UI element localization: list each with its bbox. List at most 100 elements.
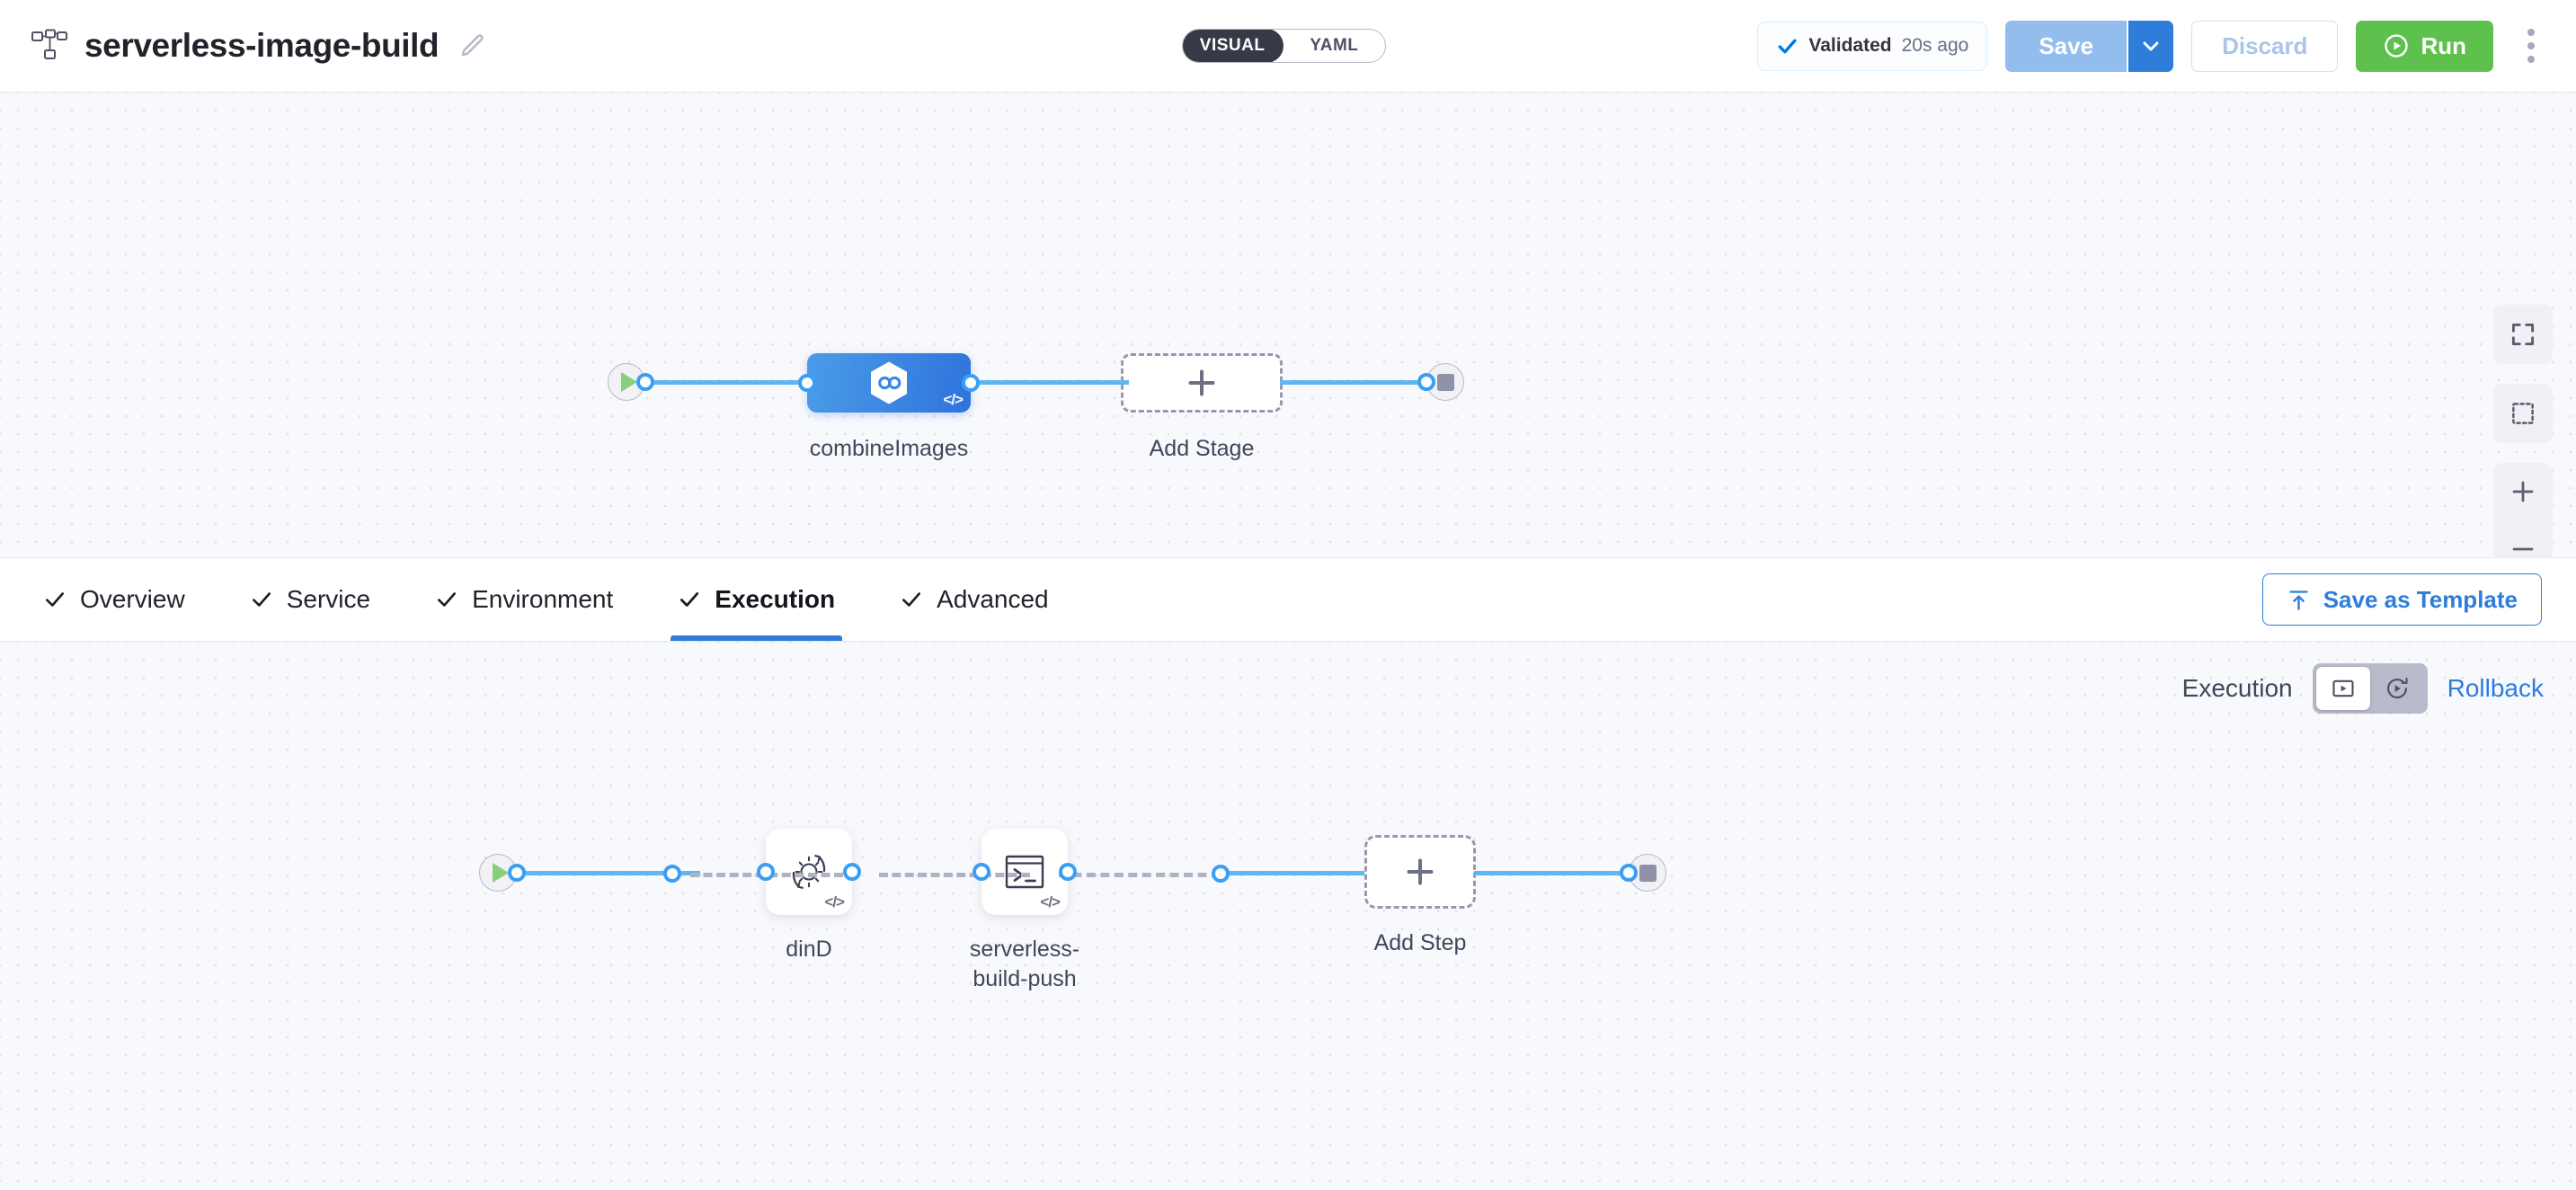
execution-end-port[interactable] [1620,864,1638,882]
header-left: serverless-image-build [31,27,485,65]
play-icon [620,372,637,392]
tab-label: Service [286,585,371,613]
step-node-serverless-build-push[interactable]: </> serverless- build-push [970,829,1079,991]
tab-execution[interactable]: Execution [671,558,842,641]
stop-square-icon [1436,373,1454,391]
zoom-controls [2493,463,2553,557]
stage-label: combineImages [809,436,969,461]
check-icon [43,588,67,611]
mode-yaml-option[interactable]: YAML [1310,36,1359,55]
terminal-icon [1000,848,1049,896]
save-dropdown-button[interactable] [2127,20,2174,72]
buildpush-output-port[interactable] [1059,863,1077,881]
discard-button[interactable]: Discard [2191,20,2339,72]
validation-time-label: 20s ago [1901,35,1969,56]
step-node-dind[interactable]: </> dinD [757,829,861,962]
link-addstep-to-end [1474,871,1636,875]
add-stage-button[interactable]: Add Stage [1121,353,1283,461]
zoom-in-button[interactable] [2493,463,2553,520]
view-mode-toggle: VISUAL YAML [1182,29,1386,63]
tab-list: Overview Service Environment Execution [36,558,1056,641]
tab-label: Overview [80,585,185,613]
validation-status-label: Validated [1808,35,1892,56]
tab-label: Environment [472,585,614,613]
minus-icon [2509,536,2536,557]
plus-icon [2509,478,2536,505]
execution-canvas[interactable]: Execution [0,642,2576,1190]
save-as-template-label: Save as Template [2323,585,2518,613]
fit-to-screen-button[interactable] [2493,305,2553,364]
mode-visual-option[interactable]: VISUAL [1183,30,1284,62]
chevron-down-icon [2140,35,2162,57]
step-group-input-port[interactable] [663,865,681,883]
stage-node-combineimages[interactable]: </> combineImages [798,353,980,461]
execution-icon [2331,676,2356,701]
execution-start[interactable] [479,854,526,892]
link-group-to-addstep [1215,871,1364,875]
upload-template-icon [2287,588,2311,612]
run-button[interactable]: Run [2356,20,2493,72]
tab-environment[interactable]: Environment [428,558,620,641]
start-output-port[interactable] [636,373,654,391]
link-start-to-stage [644,380,811,385]
step-label-line1: serverless- [969,937,1080,962]
marquee-select-button[interactable] [2493,384,2553,443]
rollback-icon [2385,676,2410,701]
save-as-template-button[interactable]: Save as Template [2261,573,2542,626]
pipeline-nodes-icon [31,29,68,63]
end-input-port[interactable] [1417,373,1435,391]
execution-start-port[interactable] [508,864,526,882]
harness-ci-hexagon-icon [868,360,910,405]
plus-icon [1184,365,1220,401]
execution-end[interactable] [1620,854,1666,892]
dind-gear-icon [785,848,833,896]
check-icon [250,588,273,611]
stage-canvas[interactable]: </> combineImages Add Stage [0,93,2576,558]
tab-overview[interactable]: Overview [36,558,192,641]
dind-output-port[interactable] [843,863,861,881]
save-button[interactable]: Save [2005,20,2127,72]
kebab-menu-icon[interactable] [2511,21,2551,71]
pipeline-start[interactable] [608,363,654,401]
link-addstage-to-end [1280,380,1433,385]
step-group-output-port[interactable] [1212,865,1230,883]
stop-square-icon [1639,864,1657,882]
play-circle-icon [2383,32,2410,59]
canvas-controls [2493,305,2553,557]
zoom-out-button[interactable] [2493,520,2553,557]
rollback-label[interactable]: Rollback [2447,674,2544,702]
step-label-line2: build-push [973,966,1077,991]
fit-screen-icon [2509,321,2536,348]
stage-tabbar: Overview Service Environment Execution [0,558,2576,642]
link-dind-to-buildpush [879,873,1030,877]
step-label: dinD [786,937,832,962]
stage-output-port[interactable] [962,374,980,392]
run-button-label: Run [2421,31,2466,59]
pipeline-end[interactable] [1417,363,1464,401]
link-buildpush-to-groupout [1059,873,1221,877]
stage-input-port[interactable] [798,374,816,392]
save-button-group: Save [2005,20,2174,72]
app-header: serverless-image-build VISUAL YAML Va [0,0,2576,93]
dind-input-port[interactable] [757,863,775,881]
tab-advanced[interactable]: Advanced [893,558,1056,641]
buildpush-input-port[interactable] [973,863,990,881]
check-icon [900,588,923,611]
status-badge: Validated 20s ago [1757,21,1988,71]
pencil-edit-icon[interactable] [458,32,485,59]
tab-label: Advanced [937,585,1049,613]
rollback-view-toggle[interactable] [2370,667,2424,710]
step-label: serverless- build-push [929,935,1120,994]
code-badge-icon: </> [1040,893,1061,910]
check-icon [678,588,701,611]
execution-view-toggle[interactable] [2315,667,2370,710]
dashed-square-icon [2509,400,2536,427]
tab-service[interactable]: Service [243,558,378,641]
tab-label: Execution [715,585,836,613]
plus-icon [1402,854,1438,890]
add-step-button[interactable]: Add Step [1364,835,1476,955]
header-actions: Validated 20s ago Save Discard [1757,20,2551,72]
link-start-to-group [525,871,700,875]
code-badge-icon: </> [943,391,964,408]
